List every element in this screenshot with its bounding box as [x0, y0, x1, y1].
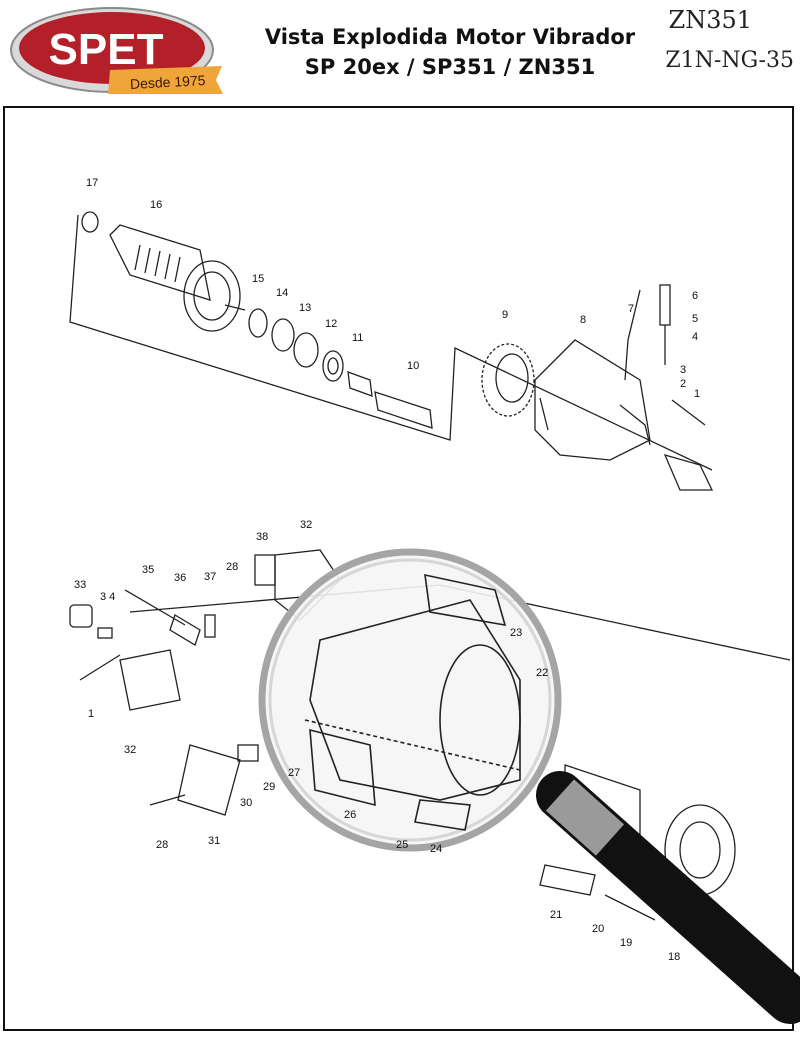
- cable-guard-36: [169, 614, 201, 646]
- part-label: 14: [276, 287, 288, 299]
- part-label: 5: [692, 313, 698, 325]
- screw-28-bottom: [149, 794, 186, 806]
- part-label: 10: [407, 360, 419, 372]
- part-label: 2: [680, 378, 686, 390]
- logo-tagline: Desde 1975: [130, 72, 206, 92]
- brush-21: [539, 864, 596, 896]
- part-label: 6: [692, 290, 698, 302]
- part-label: 21: [550, 909, 562, 921]
- connector-30: [237, 744, 259, 762]
- part-label: 25: [396, 839, 408, 851]
- part-label: 24: [430, 843, 442, 855]
- part-label: 1: [694, 388, 700, 400]
- part-label: 4: [692, 331, 698, 343]
- part-label: 23: [510, 627, 522, 639]
- ring-14: [271, 318, 295, 352]
- part-label: 27: [288, 767, 300, 779]
- screw-1-top: [671, 399, 706, 426]
- shaft-10: [374, 391, 433, 429]
- bushing-34: [97, 627, 113, 639]
- part-label: 17: [86, 177, 98, 189]
- part-label: 31: [208, 835, 220, 847]
- part-label: 16: [150, 199, 162, 211]
- part-label: 32: [300, 519, 312, 531]
- part-label: 11: [352, 332, 363, 344]
- part-label: 18: [668, 951, 680, 963]
- model-code-bottom: Z1N-NG-35: [665, 48, 794, 73]
- part-label: 28: [226, 561, 238, 573]
- cap-top: [663, 453, 714, 491]
- logo-brand-text: SPET: [49, 25, 164, 74]
- title-line-1: Vista Explodida Motor Vibrador: [264, 25, 636, 49]
- part-label: 37: [204, 571, 216, 583]
- valve-6: [659, 284, 671, 326]
- switch-38: [254, 554, 276, 586]
- part-label: 35: [142, 564, 154, 576]
- screw-1-bottom: [79, 654, 121, 681]
- part-labels: 17 16 15 14 13 12 11 10 9 8 7 6 5 4 3 2 …: [74, 177, 700, 963]
- ring-15: [248, 308, 268, 338]
- part-label: 3: [680, 364, 686, 376]
- bracket-7: [624, 289, 641, 381]
- part-label: 19: [620, 937, 632, 949]
- page-title: Vista Explodida Motor Vibrador SP 20ex /…: [240, 22, 660, 82]
- part-label: 32: [124, 744, 136, 756]
- cover-31: [177, 744, 241, 816]
- part-label: 22: [536, 667, 548, 679]
- part-label: 1: [88, 708, 94, 720]
- model-code-top: ZN351: [668, 6, 752, 34]
- bearing-12: [322, 350, 344, 382]
- title-line-2: SP 20ex / SP351 / ZN351: [304, 55, 596, 79]
- part-label: 15: [252, 273, 264, 285]
- part-label: 29: [263, 781, 275, 793]
- part-label: 38: [256, 531, 268, 543]
- part-label: 26: [344, 809, 356, 821]
- cable-35: [124, 589, 186, 626]
- part-label: 20: [592, 923, 604, 935]
- rotor-armature: [81, 211, 246, 332]
- diagram-frame: [3, 106, 794, 1031]
- part-label: 33: [74, 579, 86, 591]
- part-label: 36: [174, 572, 186, 584]
- part-label: 12: [325, 318, 337, 330]
- page-header: SPET Desde 1975 Vista Explodida Motor Vi…: [0, 0, 800, 100]
- part-label: 3 4: [100, 591, 115, 603]
- part-label: 13: [299, 302, 311, 314]
- upper-guide-line: [69, 214, 713, 471]
- ring-13: [293, 332, 319, 368]
- part-label: 28: [156, 839, 168, 851]
- part-label: 30: [240, 797, 252, 809]
- clamp-37: [204, 614, 216, 638]
- housing-8: [534, 339, 651, 461]
- part-label: 8: [580, 314, 586, 326]
- spet-logo: SPET Desde 1975: [10, 7, 223, 94]
- magnifying-glass-icon: [258, 548, 800, 1024]
- part-label: 9: [502, 309, 508, 321]
- part-label: 7: [628, 303, 634, 315]
- gear-9: [481, 343, 535, 417]
- cap-33: [69, 604, 93, 628]
- screw-19: [604, 894, 656, 921]
- end-cap-32-bottom: [119, 649, 181, 711]
- bushing-11: [347, 371, 373, 397]
